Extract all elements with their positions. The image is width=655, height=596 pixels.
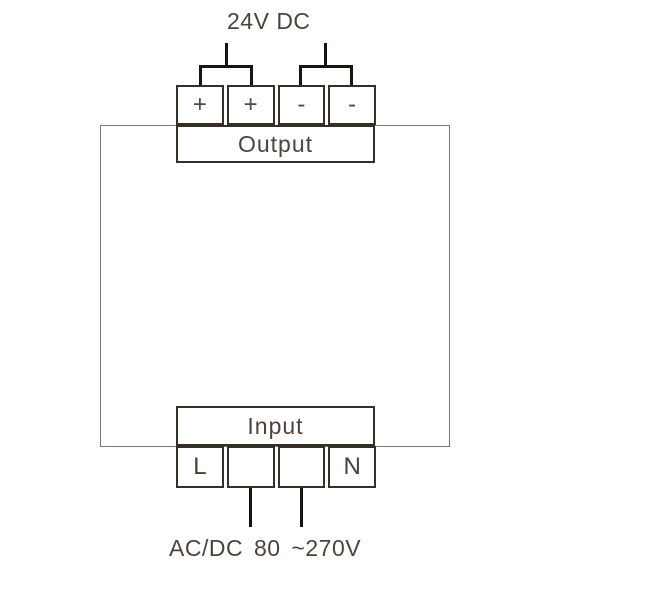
output-terminal-negative-2: - xyxy=(328,85,376,125)
negative-bridge-wire xyxy=(299,65,353,68)
output-terminal-block: + + - - xyxy=(176,85,376,125)
ac-input-voltage-label: AC/DC 80 ~270V xyxy=(169,535,362,561)
input-label: Input xyxy=(247,412,304,439)
ac-input-wire-left xyxy=(249,488,252,527)
positive-bridge-stub-left xyxy=(199,65,202,85)
input-terminal-block: L N xyxy=(176,446,376,488)
ac-input-wire-right xyxy=(300,488,303,527)
output-label: Output xyxy=(237,130,314,157)
input-terminal-blank-2 xyxy=(277,446,326,488)
dc-positive-wire xyxy=(225,43,228,68)
output-terminal-negative-1: - xyxy=(277,85,326,125)
negative-bridge-stub-right xyxy=(350,65,353,85)
input-terminal-line: L xyxy=(176,446,224,488)
output-label-box: Output xyxy=(176,125,375,163)
positive-bridge-wire xyxy=(199,65,253,68)
positive-bridge-stub-right xyxy=(250,65,253,85)
input-terminal-blank-1 xyxy=(226,446,275,488)
output-terminal-positive-1: + xyxy=(176,85,224,125)
dc-negative-wire xyxy=(324,43,327,68)
output-terminal-positive-2: + xyxy=(226,85,275,125)
input-label-box: Input xyxy=(176,406,375,446)
device-outline xyxy=(100,125,450,447)
dc-output-voltage-label: 24V DC xyxy=(227,8,311,34)
negative-bridge-stub-left xyxy=(299,65,302,85)
input-terminal-neutral: N xyxy=(328,446,376,488)
